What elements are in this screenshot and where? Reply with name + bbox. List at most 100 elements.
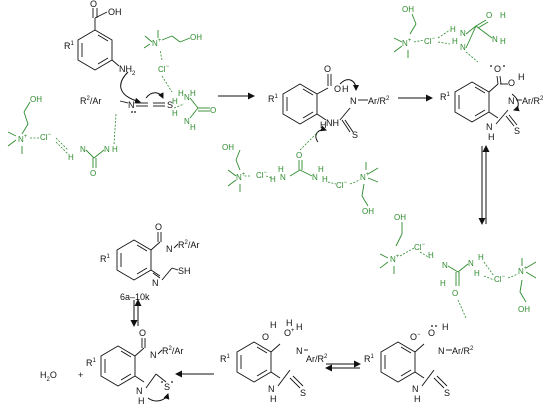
choline-chloride-stage-2-right: Cl− N+ OH: [327, 162, 379, 216]
r1-label: R1: [100, 254, 111, 264]
thione-s-label: S: [444, 388, 450, 398]
r1-label: R1: [64, 41, 75, 51]
ar-r2-label: Ar/R2: [368, 96, 390, 106]
choline-oh-label: OH: [190, 33, 202, 42]
urea-h-label: H: [190, 123, 196, 132]
equilibrium-arrow-vertical: [478, 145, 490, 225]
urea-n-label: N: [468, 259, 474, 268]
ring-n-label: N: [152, 278, 159, 288]
r1-label: R1: [440, 92, 451, 102]
urea-h-label: H: [68, 153, 74, 162]
chloride-label: Cl−: [256, 170, 268, 180]
urea-h-label: H: [112, 145, 118, 154]
benzene-ring: [116, 239, 152, 281]
hydroxyl-h-label: H: [270, 320, 277, 330]
chloride-label: Cl−: [494, 274, 506, 284]
thiourea-h-label: H: [320, 120, 327, 130]
urea-h-label: H: [190, 89, 196, 98]
urea-n-label: N: [280, 173, 286, 182]
chloride-label: Cl−: [40, 132, 52, 142]
urea-top-right: H H N N O N H H: [437, 11, 506, 63]
r1-label: R1: [220, 354, 231, 364]
urea-top: H H H N N O H H: [161, 75, 216, 132]
urea-nh-label: H: [178, 89, 184, 98]
oxonium-h-label: H: [286, 318, 293, 328]
urea-h-label: H: [270, 175, 276, 184]
thiolate-s-label: S: [164, 382, 170, 392]
choline-chloride-stage-2-left: Cl− N+ OH: [222, 143, 273, 192]
urea-h-label: H: [172, 97, 178, 106]
urea-n-label: N: [80, 145, 86, 154]
choline-chloride-left: N+ OH Cl−: [7, 95, 69, 155]
urea-o-label: O: [210, 106, 216, 115]
equilibrium-arrow-horizontal: [325, 360, 361, 372]
hydroxyl-label: O: [428, 328, 435, 338]
urea-h-label: H: [322, 175, 328, 184]
r2-ar-label: R2/Ar: [80, 96, 101, 106]
hydroxyl-o-label: O: [262, 332, 269, 342]
ring-h-label: H: [414, 394, 421, 404]
amine-label: NH2: [119, 64, 136, 77]
carbonyl-o-label: O: [90, 0, 97, 9]
ammonium-n-label: N+: [518, 266, 528, 276]
urea-h-label: H: [428, 251, 434, 260]
acid-h-label: H: [518, 72, 525, 82]
ring-n-label: N: [438, 346, 445, 356]
urea-h-label: H: [318, 165, 324, 174]
ammonium-n-label: N+: [236, 172, 246, 182]
choline-oh-label: OH: [518, 305, 530, 314]
ring-h-label: H: [270, 394, 277, 404]
hydroxyl-h-label: H: [442, 322, 449, 332]
ring-n-label: N: [136, 386, 143, 396]
urea-h-label: H: [278, 165, 284, 174]
thiourea-n-label: N: [350, 96, 357, 106]
ring-h-label: H: [488, 132, 495, 142]
carbonyl-o-label: O: [155, 222, 162, 232]
benzene-ring: [236, 341, 272, 383]
isothiocyanate-s-label: S: [167, 100, 173, 110]
stage-2-thiourea: R1 O O H N Ar/R2 NH S H O N H N H H: [222, 64, 390, 216]
ammonium-n-label: N+: [402, 38, 412, 48]
ring-nh-label: N: [486, 122, 493, 132]
choline-chloride-top-right: OH N+ Cl−: [393, 5, 436, 58]
ring-n-label: N: [412, 384, 419, 394]
thione-s-label: S: [514, 126, 520, 136]
thiourea-s-label: S: [352, 130, 358, 140]
chloride-label: Cl−: [414, 242, 426, 252]
alkoxide-o-label: O−: [410, 332, 421, 342]
thiourea-nh-label: NH: [326, 118, 339, 128]
oxonium-o-label: O+: [284, 328, 295, 338]
urea-h-label: H: [452, 37, 458, 46]
chloride-label: Cl−: [158, 64, 170, 74]
urea-h-label: H: [474, 269, 480, 278]
ring-n-label: N: [150, 350, 157, 360]
r1-label: R1: [364, 354, 375, 364]
choline-oh-label: OH: [30, 95, 42, 104]
urea-n-label: N: [460, 43, 466, 52]
chloride-label: Cl−: [424, 36, 436, 46]
chloride-label: Cl−: [336, 180, 348, 190]
plus-sign: +: [78, 370, 83, 380]
urea-n-label: N: [184, 93, 190, 102]
water-label: H2O: [40, 370, 57, 383]
urea-stage-2: O N H N H H H: [270, 131, 328, 184]
acid-o-label: O: [508, 78, 515, 88]
ring-n-label: N: [508, 96, 515, 106]
choline-oh-label: OH: [402, 5, 414, 14]
thiol-label: SH: [178, 266, 191, 276]
urea-h-label: H: [450, 25, 456, 34]
urea-o-label: O: [296, 151, 302, 160]
benzene-ring: [77, 29, 113, 71]
urea-h-label: H: [440, 279, 446, 288]
r1-label: R1: [268, 94, 279, 104]
stage-7-product-water: H2O + R1 O N R2/Ar N H S: [40, 328, 183, 406]
acid-o-label: O: [334, 84, 341, 94]
choline-chloride-mid-left: OH N+ Cl−: [379, 213, 426, 274]
ar-r2-label: Ar/R2: [306, 354, 328, 364]
ring-n-label: N: [166, 244, 173, 254]
thione-s-label: S: [300, 388, 306, 398]
ar-r2-label: Ar/R2: [522, 96, 544, 106]
acid-h-label: H: [342, 84, 349, 94]
urea-h-label: H: [172, 109, 178, 118]
